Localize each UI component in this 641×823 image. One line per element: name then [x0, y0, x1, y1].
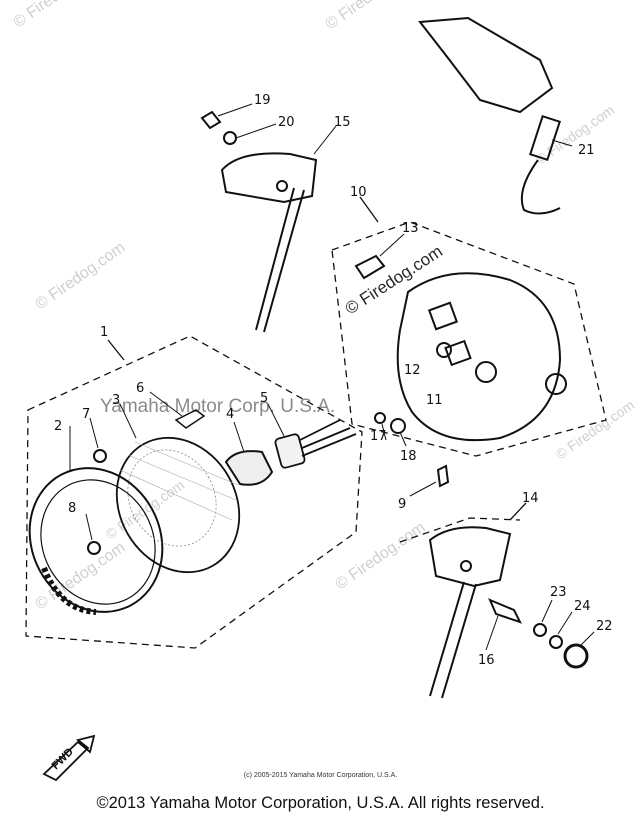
watermark-firedog: © Firedog.com	[11, 0, 107, 31]
callout-3: 3	[112, 393, 120, 408]
callout-8: 8	[68, 501, 76, 516]
callout-24: 24	[574, 599, 591, 614]
part-13-grommet	[354, 254, 386, 280]
part-21-socket-cord	[418, 16, 561, 215]
part-7-screw	[93, 449, 107, 463]
watermark-firedog: © Firedog.com	[103, 477, 188, 543]
callout-20: 20	[278, 115, 295, 130]
callout-2: 2	[54, 419, 62, 434]
part-6-clip	[174, 409, 206, 429]
part-4-socket	[224, 450, 274, 486]
callout-4: 4	[226, 407, 234, 422]
watermark-firedog: © Firedog.com	[533, 102, 618, 168]
callout-5: 5	[260, 391, 268, 406]
group14-dashed-box	[399, 517, 521, 543]
part-9-bolt	[436, 464, 450, 488]
part-22-nut	[563, 643, 589, 669]
callout-6: 6	[136, 381, 144, 396]
part-8-screw	[87, 541, 101, 555]
watermark-layer: © Firedog.com © Firedog.com © Firedog.co…	[11, 0, 638, 613]
callout-15: 15	[334, 115, 351, 130]
watermark-firedog: © Firedog.com	[323, 0, 419, 33]
part-15-stay	[220, 152, 318, 333]
watermark-firedog: © Firedog.com	[553, 397, 638, 463]
watermark-firedog: © Firedog.com	[333, 519, 429, 593]
callout-21: 21	[578, 143, 595, 158]
part-14-stay	[428, 526, 512, 699]
part-2-rim	[28, 467, 164, 615]
callout-1: 1	[100, 325, 108, 340]
leader-1	[107, 339, 125, 361]
part-10-housing	[396, 272, 567, 442]
diagram-copyright-small: (c) 2005-2015 Yamaha Motor Corporation, …	[243, 772, 398, 779]
part-17-nut	[374, 412, 386, 424]
group1-dashed-box	[25, 335, 363, 649]
callout-14: 14	[522, 491, 539, 506]
leader-10	[359, 196, 379, 223]
callout-11: 11	[426, 393, 443, 408]
part-20-washer	[223, 131, 237, 145]
copyright-notice: ©2013 Yamaha Motor Corporation, U.S.A. A…	[96, 794, 545, 812]
part-3-lens	[115, 436, 241, 574]
callout-10: 10	[350, 185, 367, 200]
part-16-bolt	[488, 598, 522, 624]
callout-7: 7	[82, 407, 90, 422]
watermark-yamaha: Yamaha Motor Corp. U.S.A.	[100, 396, 335, 417]
part-24-washer	[549, 635, 563, 649]
callout-18: 18	[400, 449, 417, 464]
parts-diagram: © Firedog.com © Firedog.com © Firedog.co…	[11, 0, 638, 782]
callout-19: 19	[254, 93, 271, 108]
callout-23: 23	[550, 585, 567, 600]
part-18-washer	[390, 418, 406, 434]
callout-12: 12	[404, 363, 421, 378]
callout-17: 17	[370, 429, 387, 444]
part-5-bulb	[274, 419, 357, 469]
callout-13: 13	[402, 221, 419, 236]
callout-16: 16	[478, 653, 495, 668]
part-23-washer	[533, 623, 547, 637]
part-19-bolt	[200, 110, 222, 130]
fwd-label: FWD	[50, 746, 76, 772]
watermark-firedog: © Firedog.com	[33, 239, 129, 313]
group10-dashed-box	[331, 221, 607, 457]
callout-9: 9	[398, 497, 406, 512]
leader-14	[509, 502, 527, 521]
callout-labels: 1 2 3 4 5 6 7 8 9 10 11 12 13 14 15 16 1…	[54, 93, 613, 668]
callout-22: 22	[596, 619, 613, 634]
